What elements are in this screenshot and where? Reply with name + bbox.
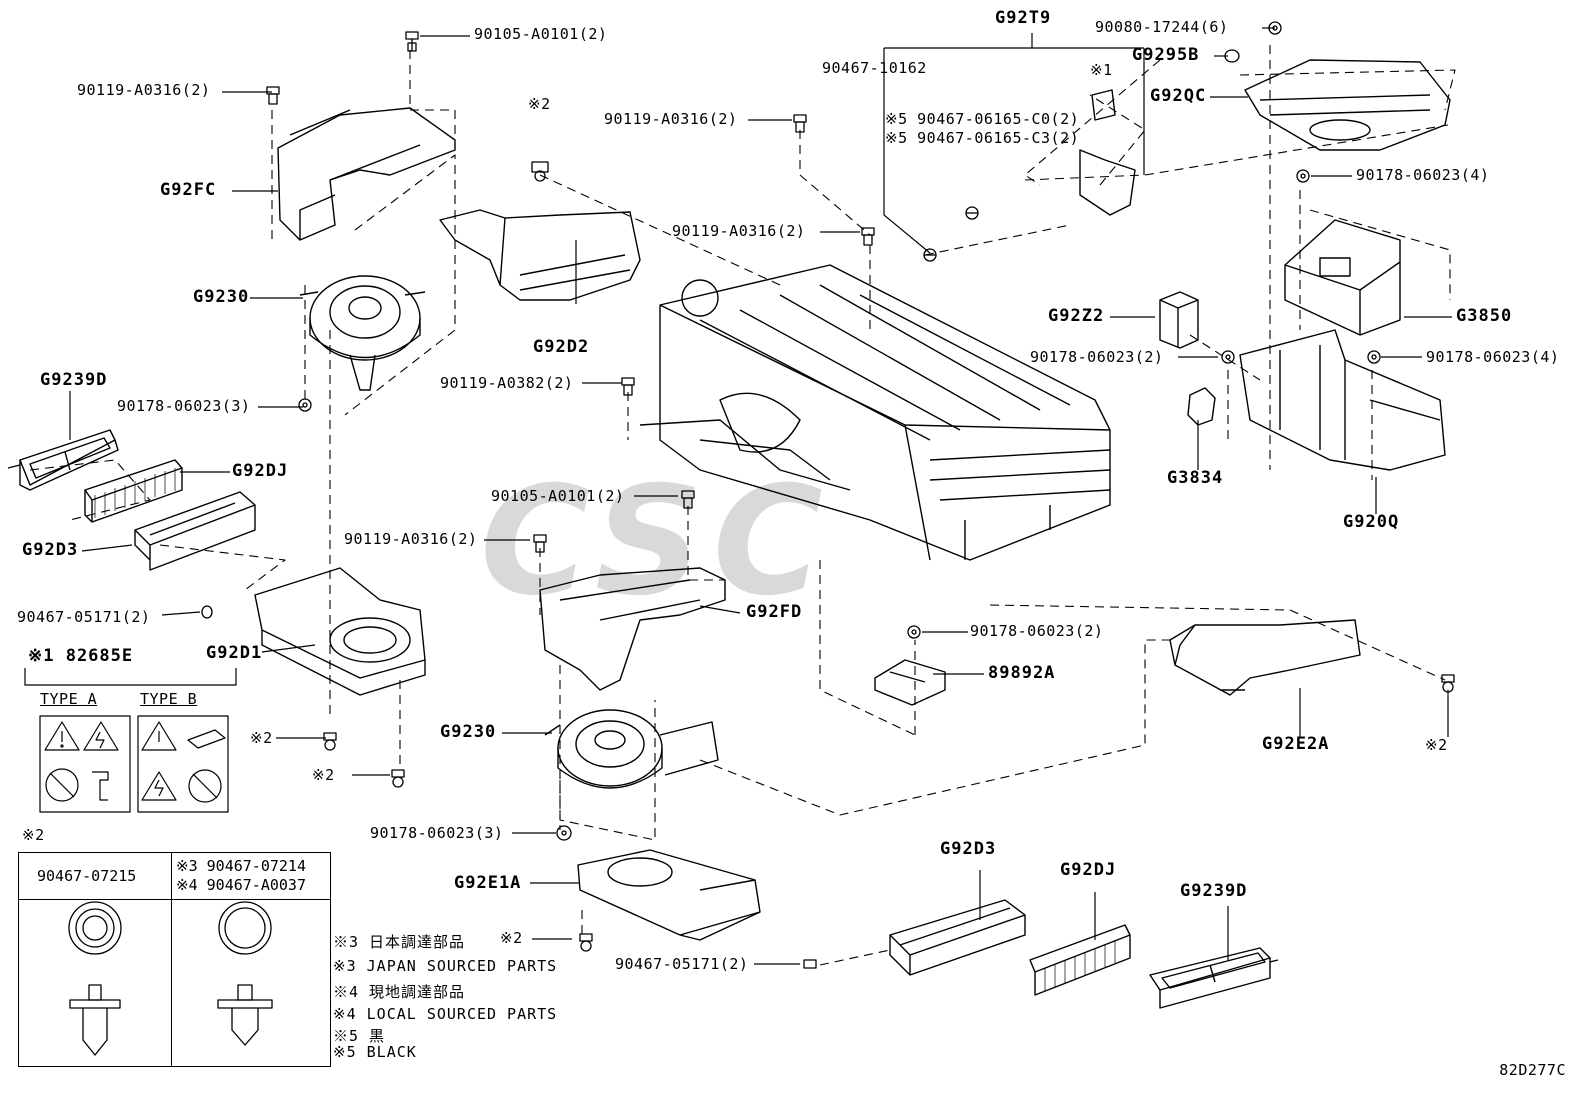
- duct-g92e1a: [577, 849, 761, 941]
- note-marker: ※2: [250, 729, 273, 747]
- filter-element-g92dj-a: [84, 459, 183, 523]
- leader-lines: [69, 27, 1452, 965]
- part-label: G92D2: [533, 337, 590, 357]
- note-marker: ※2: [528, 95, 551, 113]
- battery-pack: [639, 264, 1111, 561]
- part-label: 90178-06023(4): [1426, 348, 1560, 366]
- clip-table-header: 90467-07215 ※3 90467-07214 ※4 90467-A003…: [19, 853, 330, 900]
- part-label: G3850: [1456, 306, 1513, 326]
- bracket-g92fd: [539, 567, 726, 691]
- part-label: G9239D: [40, 370, 108, 390]
- filter-cover-g9239d-a: [7, 429, 119, 491]
- type-a-label: TYPE A: [40, 690, 98, 708]
- part-label: 90119-A0382(2): [440, 374, 574, 392]
- label-box-title: ※1 82685E: [28, 646, 134, 666]
- part-label: G92FC: [160, 180, 217, 200]
- part-label: G92DJ: [232, 461, 289, 481]
- part-label: G92D3: [22, 540, 79, 560]
- duct-g92d2: [439, 209, 641, 301]
- part-label: 90467-10162: [822, 59, 927, 77]
- note-line: ※3 JAPAN SOURCED PARTS: [333, 957, 558, 975]
- clip-table-col2: [172, 853, 330, 1066]
- type-b-label: TYPE B: [140, 690, 198, 708]
- note-line: ※5 黒: [333, 1027, 386, 1045]
- assembly-dashed-lines: [29, 45, 1456, 966]
- part-label: G92E1A: [454, 873, 522, 893]
- filter-frame-g92d3-a: [134, 491, 256, 571]
- part-label: 90178-06023(3): [370, 824, 504, 842]
- part-label: G92D3: [940, 839, 997, 859]
- ecu-89892a: [874, 659, 946, 706]
- part-label: G920Q: [1343, 512, 1400, 532]
- fasteners: [201, 21, 1455, 969]
- part-label: 90119-A0316(2): [672, 222, 806, 240]
- part-label: G92T9: [995, 8, 1052, 28]
- sensor-bracket-g92t9: [1079, 89, 1136, 216]
- filter-cover-g9239d-b: [1149, 947, 1279, 1009]
- part-label: 90178-06023(4): [1356, 166, 1490, 184]
- tray-g920q: [1239, 329, 1446, 471]
- part-label: 90105-A0101(2): [491, 487, 625, 505]
- part-label: ※5 90467-06165-C0(2): [885, 110, 1080, 128]
- clip-table: 90467-07215 ※3 90467-07214 ※4 90467-A003…: [18, 852, 331, 1067]
- col1-header: 90467-07215: [37, 867, 137, 885]
- part-label: ※5 90467-06165-C3(2): [885, 129, 1080, 147]
- part-label: 90119-A0316(2): [604, 110, 738, 128]
- part-label: 90080-17244(6): [1095, 18, 1229, 36]
- relay-g92z2: [1159, 291, 1199, 349]
- part-label: G92FD: [746, 602, 803, 622]
- cover-g92qc: [1244, 59, 1451, 151]
- note-line: ※4 LOCAL SOURCED PARTS: [333, 1005, 558, 1023]
- part-label: 90178-06023(2): [1030, 348, 1164, 366]
- clip-drawings: [68, 901, 273, 1056]
- filter-element-g92dj-b: [1029, 924, 1131, 996]
- bracket-g92fc: [277, 107, 456, 241]
- note-marker: ※2: [1425, 736, 1448, 754]
- note-line: ※4 現地調達部品: [333, 983, 466, 1001]
- blower-g9230-b: [544, 709, 719, 789]
- part-label: 90105-A0101(2): [474, 25, 608, 43]
- part-label: 90119-A0316(2): [77, 81, 211, 99]
- note-line: ※3 日本調達部品: [333, 933, 466, 951]
- part-label: 90178-06023(2): [970, 622, 1104, 640]
- part-label: G92DJ: [1060, 860, 1117, 880]
- note-marker: ※2: [312, 766, 335, 784]
- note-marker: ※1: [1090, 61, 1113, 79]
- part-label: G9230: [440, 722, 497, 742]
- part-label: 89892A: [988, 663, 1056, 683]
- part-label: G9230: [193, 287, 250, 307]
- part-label: 90467-05171(2): [17, 608, 151, 626]
- part-label: G92E2A: [1262, 734, 1330, 754]
- table-marker: ※2: [22, 826, 45, 844]
- part-label: 90119-A0316(2): [344, 530, 478, 548]
- part-label: G92Z2: [1048, 306, 1105, 326]
- part-label: G92QC: [1150, 86, 1207, 106]
- duct-g92e2a: [1169, 619, 1361, 696]
- drawing-code: 82D277C: [1499, 1061, 1566, 1079]
- blower-g9230-a: [299, 275, 426, 391]
- note-line: ※5 BLACK: [333, 1043, 417, 1061]
- clip-table-col1: [19, 853, 172, 1066]
- note-marker: ※2: [500, 929, 523, 947]
- part-label: G92D1: [206, 643, 263, 663]
- part-label: 90467-05171(2): [615, 955, 749, 973]
- connector-g3834: [1187, 387, 1216, 426]
- warning-label-icons: [24, 668, 237, 813]
- part-label: G9239D: [1180, 881, 1248, 901]
- part-label: G3834: [1167, 468, 1224, 488]
- duct-g92d1: [254, 567, 426, 696]
- col2-header-line1: ※3 90467-07214: [176, 857, 306, 875]
- filter-frame-g92d3-b: [889, 899, 1026, 976]
- col2-header-line2: ※4 90467-A0037: [176, 876, 306, 894]
- part-label: 90178-06023(3): [117, 397, 251, 415]
- part-label: G9295B: [1132, 45, 1200, 65]
- junction-block-g3850: [1284, 219, 1401, 336]
